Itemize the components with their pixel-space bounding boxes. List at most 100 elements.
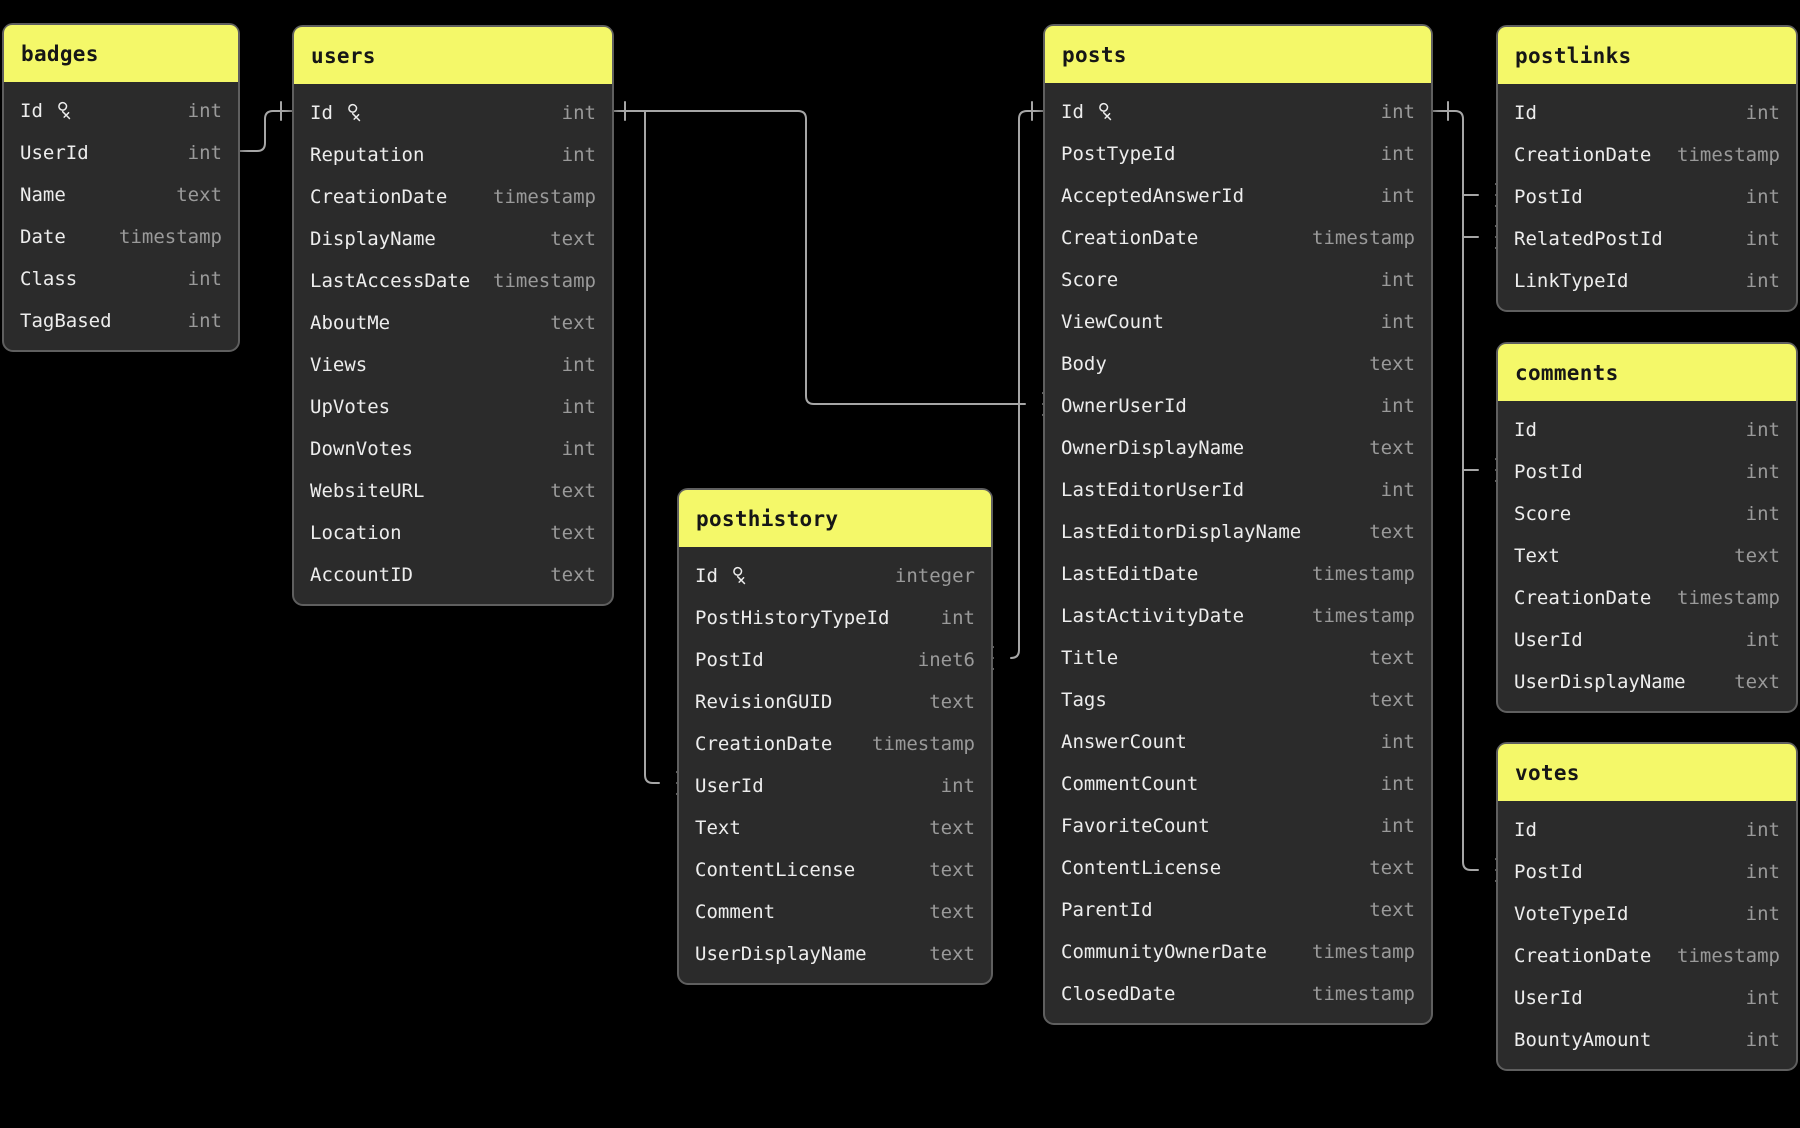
field-type: int [1745, 987, 1780, 1009]
field-type: int [1380, 395, 1415, 417]
field-name: LastAccessDate [310, 270, 471, 292]
table-header-posts[interactable]: posts [1045, 26, 1431, 83]
field-name: RevisionGUID [695, 691, 833, 713]
field-name: TagBased [20, 310, 112, 332]
field-name: PostId [1514, 861, 1583, 883]
table-header-comments[interactable]: comments [1498, 344, 1796, 401]
table-header-posthistory[interactable]: posthistory [679, 490, 991, 547]
field-type: text [176, 184, 222, 206]
table-header-votes[interactable]: votes [1498, 744, 1796, 801]
field-name: Score [1514, 503, 1572, 525]
field-type: int [1745, 1029, 1780, 1051]
field-name: RelatedPostId [1514, 228, 1663, 250]
field-name: Title [1061, 647, 1119, 669]
field-row: Location text [294, 512, 612, 554]
key-icon [1099, 102, 1112, 120]
field-row: LinkTypeId int [1498, 260, 1796, 302]
field-type: integer [894, 565, 975, 587]
field-type: int [1745, 270, 1780, 292]
field-type: text [1369, 353, 1415, 375]
field-name: ParentId [1061, 899, 1153, 921]
field-name: CreationDate [1514, 945, 1652, 967]
field-name: Id [1514, 102, 1537, 124]
field-type: int [1380, 185, 1415, 207]
field-name: Comment [695, 901, 776, 923]
table-title: comments [1515, 360, 1619, 385]
table-header-postlinks[interactable]: postlinks [1498, 27, 1796, 84]
field-name: VoteTypeId [1514, 903, 1629, 925]
field-type: text [1734, 671, 1780, 693]
table-title: votes [1515, 760, 1580, 785]
field-type: int [940, 607, 975, 629]
field-type: text [1734, 545, 1780, 567]
field-type: int [187, 268, 222, 290]
field-name: LastEditorDisplayName [1061, 521, 1302, 543]
key-icon [348, 103, 361, 121]
field-type: text [1369, 899, 1415, 921]
field-type: timestamp [1677, 144, 1780, 166]
table-title: posthistory [696, 506, 839, 531]
field-type: int [1380, 731, 1415, 753]
field-name: Location [310, 522, 402, 544]
field-name: LinkTypeId [1514, 270, 1629, 292]
field-type: text [550, 522, 596, 544]
field-name: LastActivityDate [1061, 605, 1245, 627]
field-name: UserId [20, 142, 89, 164]
field-type: int [561, 102, 596, 124]
field-name: ContentLicense [1061, 857, 1222, 879]
field-type: int [1380, 479, 1415, 501]
field-type: int [1745, 629, 1780, 651]
field-name: AccountID [310, 564, 413, 586]
table-header-badges[interactable]: badges [4, 25, 238, 82]
field-type: text [929, 859, 975, 881]
field-type: timestamp [1677, 945, 1780, 967]
field-type: int [1745, 461, 1780, 483]
field-name: UserId [1514, 987, 1583, 1009]
field-name: DisplayName [310, 228, 436, 250]
field-name: Id [20, 100, 43, 122]
field-type: timestamp [493, 270, 596, 292]
field-type: timestamp [872, 733, 975, 755]
field-type: timestamp [493, 186, 596, 208]
field-type: int [1745, 186, 1780, 208]
table-header-users[interactable]: users [294, 27, 612, 84]
field-name: Class [20, 268, 78, 290]
field-name: Id [1514, 819, 1537, 841]
field-name: Id [1061, 101, 1084, 123]
field-type: int [561, 396, 596, 418]
